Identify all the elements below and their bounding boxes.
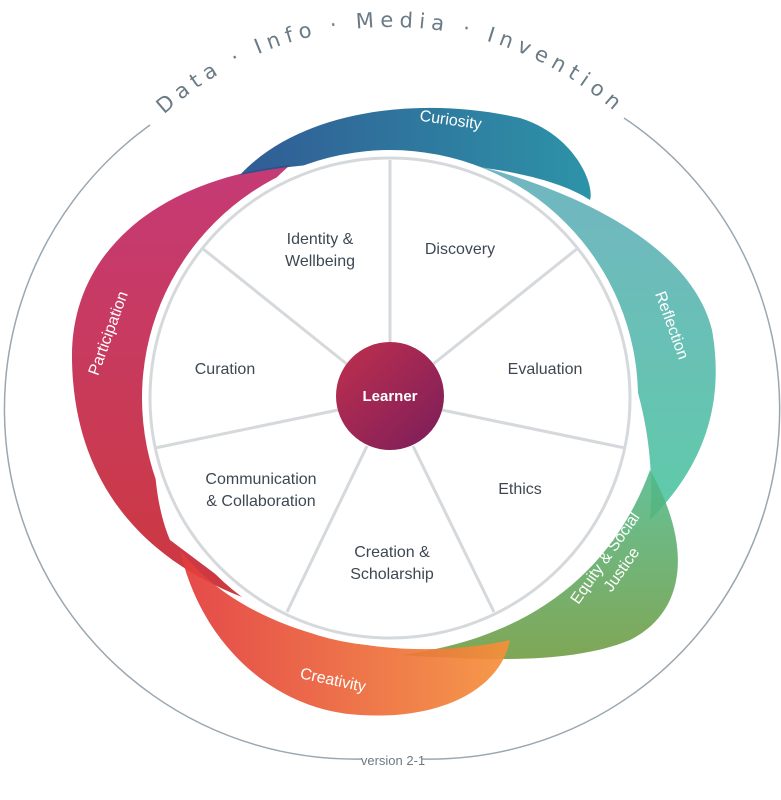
learner-center-circle: [336, 342, 444, 450]
segment-creation-scholarship: Creation & Scholarship: [350, 544, 434, 583]
outer-ring-arc: [3, 124, 363, 760]
segment-dividers: [154, 160, 626, 613]
segment-disc-border: [148, 156, 632, 640]
ring-title: Data · Info · Media · Invention: [152, 8, 631, 118]
segment-evaluation: Evaluation: [508, 361, 583, 378]
petal-equity: [400, 470, 678, 660]
segment-label-line: & Collaboration: [206, 493, 315, 510]
segment-label-line: Communication: [205, 471, 316, 488]
segment-label-line: Identity &: [287, 231, 354, 248]
petal-reflection: [430, 155, 716, 520]
divider-line: [431, 246, 579, 367]
divider-line: [201, 246, 349, 367]
petal-creativity: [180, 550, 510, 716]
segment-label-line: Wellbeing: [285, 253, 355, 270]
segment-curation: Curation: [195, 361, 255, 378]
learner-center-label: Learner: [362, 388, 417, 405]
divider-line: [154, 408, 339, 450]
divider-line: [441, 408, 626, 450]
segment-label-line: Creation &: [354, 544, 430, 561]
segment-ethics: Ethics: [498, 481, 542, 498]
segment-label-line: Scholarship: [350, 566, 434, 583]
segment-communication-collaboration: Communication & Collaboration: [205, 471, 316, 510]
segment-discovery: Discovery: [425, 241, 495, 258]
segment-identity-wellbeing: Identity & Wellbeing: [285, 231, 355, 270]
divider-line: [285, 445, 369, 613]
outer-ring-arc: [421, 117, 781, 760]
version-label: version 2-1: [361, 753, 425, 768]
divider-line: [411, 445, 496, 613]
petal-participation: [71, 165, 290, 600]
